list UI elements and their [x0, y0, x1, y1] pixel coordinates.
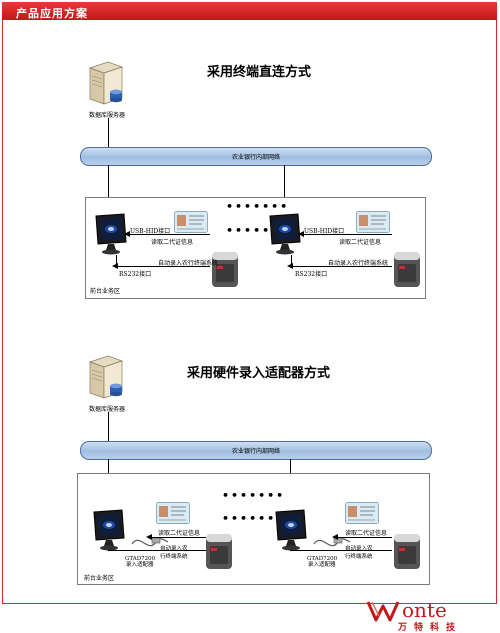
adapter-cable-icon: [313, 537, 351, 547]
usb-arrow: [298, 231, 304, 237]
front-office-area: [77, 473, 430, 585]
page-title: 产品应用方案: [16, 7, 88, 20]
ellipsis-top: •••••••: [226, 200, 290, 213]
rs232-link: [291, 266, 392, 267]
usb-link: [128, 234, 210, 235]
logo-text: onte: [402, 598, 447, 622]
auto-entry-label-2: 行终端系统: [345, 554, 373, 560]
monitor-icon: [269, 213, 301, 255]
server-label: 数据库服务器: [89, 112, 126, 119]
bus-drop-right: [284, 165, 285, 210]
read-id-arrow: [146, 534, 152, 540]
auto-entry-link: [290, 550, 392, 551]
bus-label: 农业银行内部网络: [232, 154, 281, 161]
area-label: 前台业务区: [84, 575, 115, 582]
server-label: 数据库服务器: [89, 406, 126, 413]
brand-chinese-name: 万特科技: [398, 623, 463, 633]
ellipsis-top: •••••••: [222, 489, 286, 502]
header-bar: 产品应用方案: [2, 2, 497, 20]
id-card-icon: [345, 502, 379, 524]
id-reader-icon: [394, 252, 420, 287]
usb-link: [302, 234, 392, 235]
monitor-icon: [95, 213, 127, 255]
server-bus-link: [108, 412, 109, 442]
auto-entry-label-2: 行终端系统: [160, 554, 188, 560]
auto-entry-label: 自动录入农行终端系统: [328, 260, 389, 267]
adapter-model-label: GTAD7200: [307, 556, 338, 562]
auto-entry-link: [108, 550, 206, 551]
database-server-icon: [88, 355, 124, 399]
usb-arrow: [124, 231, 130, 237]
adapter-name-label: 录入适配器: [308, 562, 336, 568]
network-bus: [80, 441, 432, 460]
area-label: 前台业务区: [90, 288, 121, 295]
adapter-name-label: 录入适配器: [126, 562, 154, 568]
read-id-label: 读取二代证信息: [158, 530, 201, 537]
read-id-link: [150, 537, 206, 538]
wonte-logo: onte: [366, 598, 447, 622]
usb-interface-label: USB-HID接口: [304, 228, 345, 235]
monitor-icon: [93, 509, 125, 551]
auto-entry-label-1: 自动录入农: [160, 546, 188, 552]
read-id-label: 读取二代证信息: [339, 239, 382, 246]
database-server-icon: [88, 61, 124, 105]
bus-drop-left: [108, 165, 109, 210]
rs232-vertical: [291, 255, 292, 266]
network-bus: [80, 147, 432, 166]
id-reader-icon: [212, 252, 238, 287]
id-card-icon: [174, 211, 208, 233]
id-reader-icon: [206, 534, 232, 569]
rs232-link: [116, 266, 210, 267]
id-reader-icon: [394, 534, 420, 569]
read-id-label: 读取二代证信息: [151, 239, 194, 246]
rs232-arrow: [112, 263, 118, 269]
auto-entry-label-1: 自动录入农: [345, 546, 373, 552]
section-title: 采用硬件录入适配器方式: [187, 366, 331, 381]
rs232-arrow: [287, 263, 293, 269]
monitor-icon: [275, 509, 307, 551]
section-title: 采用终端直连方式: [207, 65, 312, 80]
rs232-label: RS232接口: [119, 271, 152, 278]
read-id-link: [336, 537, 392, 538]
read-id-label: 读取二代证信息: [345, 530, 388, 537]
id-card-icon: [156, 502, 190, 524]
server-bus-link: [108, 118, 109, 148]
read-id-arrow: [332, 534, 338, 540]
usb-interface-label: USB-HID接口: [130, 228, 171, 235]
adapter-cable-icon: [131, 537, 169, 547]
auto-entry-label: 自动录入农行终端系统: [158, 260, 219, 267]
adapter-model-label: GTAD7200: [125, 556, 156, 562]
ellipsis-bottom: •••••••: [222, 512, 286, 525]
rs232-vertical: [116, 255, 117, 266]
id-card-icon: [356, 211, 390, 233]
bus-label: 农业银行内部网络: [232, 448, 281, 455]
rs232-label: RS232接口: [295, 271, 328, 278]
